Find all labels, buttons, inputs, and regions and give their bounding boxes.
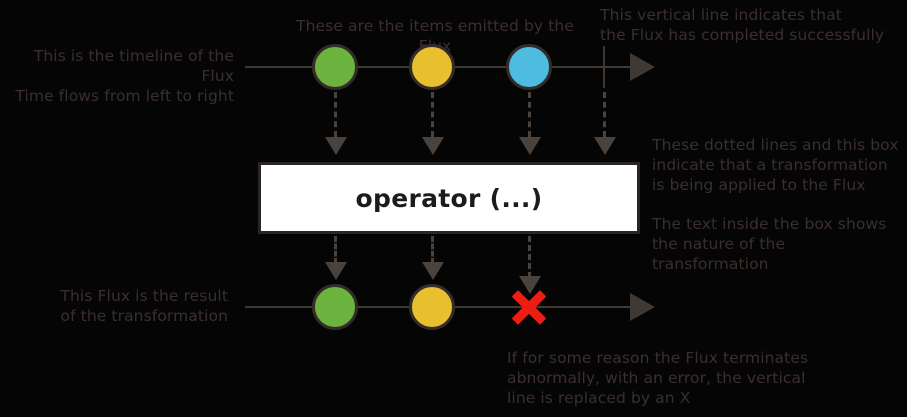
result-marble-yellow bbox=[409, 284, 455, 330]
dotted-connector-in-3 bbox=[528, 92, 531, 137]
dotted-arrow-out-3-icon bbox=[519, 276, 541, 294]
dotted-arrow-out-1-icon bbox=[325, 262, 347, 280]
annotation-result-timeline: This Flux is the result of the transform… bbox=[60, 287, 228, 325]
dotted-connector-in-2 bbox=[431, 92, 434, 137]
completion-bar-icon bbox=[603, 46, 605, 88]
annotation-completion: This vertical line indicates that the Fl… bbox=[600, 6, 885, 44]
source-timeline-arrow-icon bbox=[630, 53, 655, 81]
dotted-connector-out-3 bbox=[528, 236, 531, 278]
source-marble-blue bbox=[506, 44, 552, 90]
dotted-arrow-in-3-icon bbox=[519, 137, 541, 155]
dotted-connector-in-1 bbox=[334, 92, 337, 137]
annotation-source-timeline: This is the timeline of the Flux Time fl… bbox=[15, 47, 234, 105]
dotted-connector-out-1 bbox=[334, 236, 337, 264]
operator-label: operator (...) bbox=[355, 183, 543, 213]
dotted-arrow-out-2-icon bbox=[422, 262, 444, 280]
source-marble-green bbox=[312, 44, 358, 90]
dotted-arrow-in-2-icon bbox=[422, 137, 444, 155]
dotted-connector-in-complete bbox=[603, 92, 606, 137]
error-x-icon bbox=[509, 287, 549, 327]
dotted-connector-out-2 bbox=[431, 236, 434, 264]
result-timeline-arrow-icon bbox=[630, 293, 655, 321]
result-marble-green bbox=[312, 284, 358, 330]
operator-box[interactable]: operator (...) bbox=[258, 162, 640, 234]
annotation-box-text-meaning: The text inside the box shows the nature… bbox=[652, 215, 887, 273]
annotation-error: If for some reason the Flux terminates a… bbox=[507, 349, 809, 407]
source-marble-yellow bbox=[409, 44, 455, 90]
dotted-arrow-in-1-icon bbox=[325, 137, 347, 155]
annotation-transformation: These dotted lines and this box indicate… bbox=[652, 136, 899, 194]
dotted-arrow-in-complete-icon bbox=[594, 137, 616, 155]
